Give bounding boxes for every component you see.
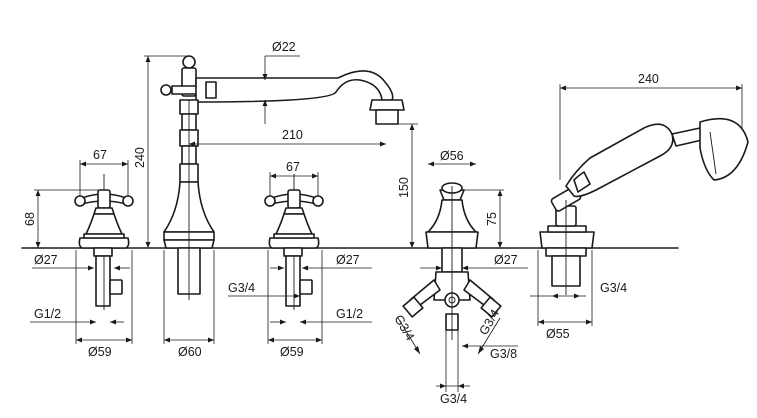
- dim-g34-mid: G3/4: [228, 281, 255, 295]
- dimension-lines: [30, 55, 743, 392]
- dim-d27-right: Ø27: [494, 253, 518, 267]
- dim-d55: Ø55: [546, 327, 570, 341]
- left-cross-valve: [74, 174, 134, 310]
- dim-g34-diag-left: G3/4: [391, 313, 417, 344]
- dim-g34-bottom: G3/4: [440, 392, 467, 406]
- dim-d27-left: Ø27: [34, 253, 58, 267]
- dim-g34-diag-right: G3/4: [476, 307, 502, 338]
- dim-240-height: 240: [133, 147, 147, 168]
- dim-210: 210: [282, 128, 303, 142]
- main-spout: [160, 55, 405, 300]
- dim-68: 68: [23, 212, 37, 226]
- hand-shower: [539, 118, 749, 295]
- dim-d22: Ø22: [272, 40, 296, 54]
- dim-d56: Ø56: [440, 149, 464, 163]
- dim-d59-left: Ø59: [88, 345, 112, 359]
- dim-150: 150: [397, 177, 411, 198]
- dim-d59-mid: Ø59: [280, 345, 304, 359]
- middle-cross-valve: [264, 174, 324, 310]
- dim-d60: Ø60: [178, 345, 202, 359]
- dim-g38: G3/8: [490, 347, 517, 361]
- dim-g12-left: G1/2: [34, 307, 61, 321]
- dim-d27-mid: Ø27: [336, 253, 360, 267]
- dim-g12-right: G1/2: [336, 307, 363, 321]
- dim-g34-shower: G3/4: [600, 281, 627, 295]
- dim-67-mid: 67: [286, 160, 300, 174]
- dim-67-left: 67: [93, 148, 107, 162]
- dim-75: 75: [485, 212, 499, 226]
- diverter: [402, 182, 502, 340]
- dim-240-width: 240: [638, 72, 659, 86]
